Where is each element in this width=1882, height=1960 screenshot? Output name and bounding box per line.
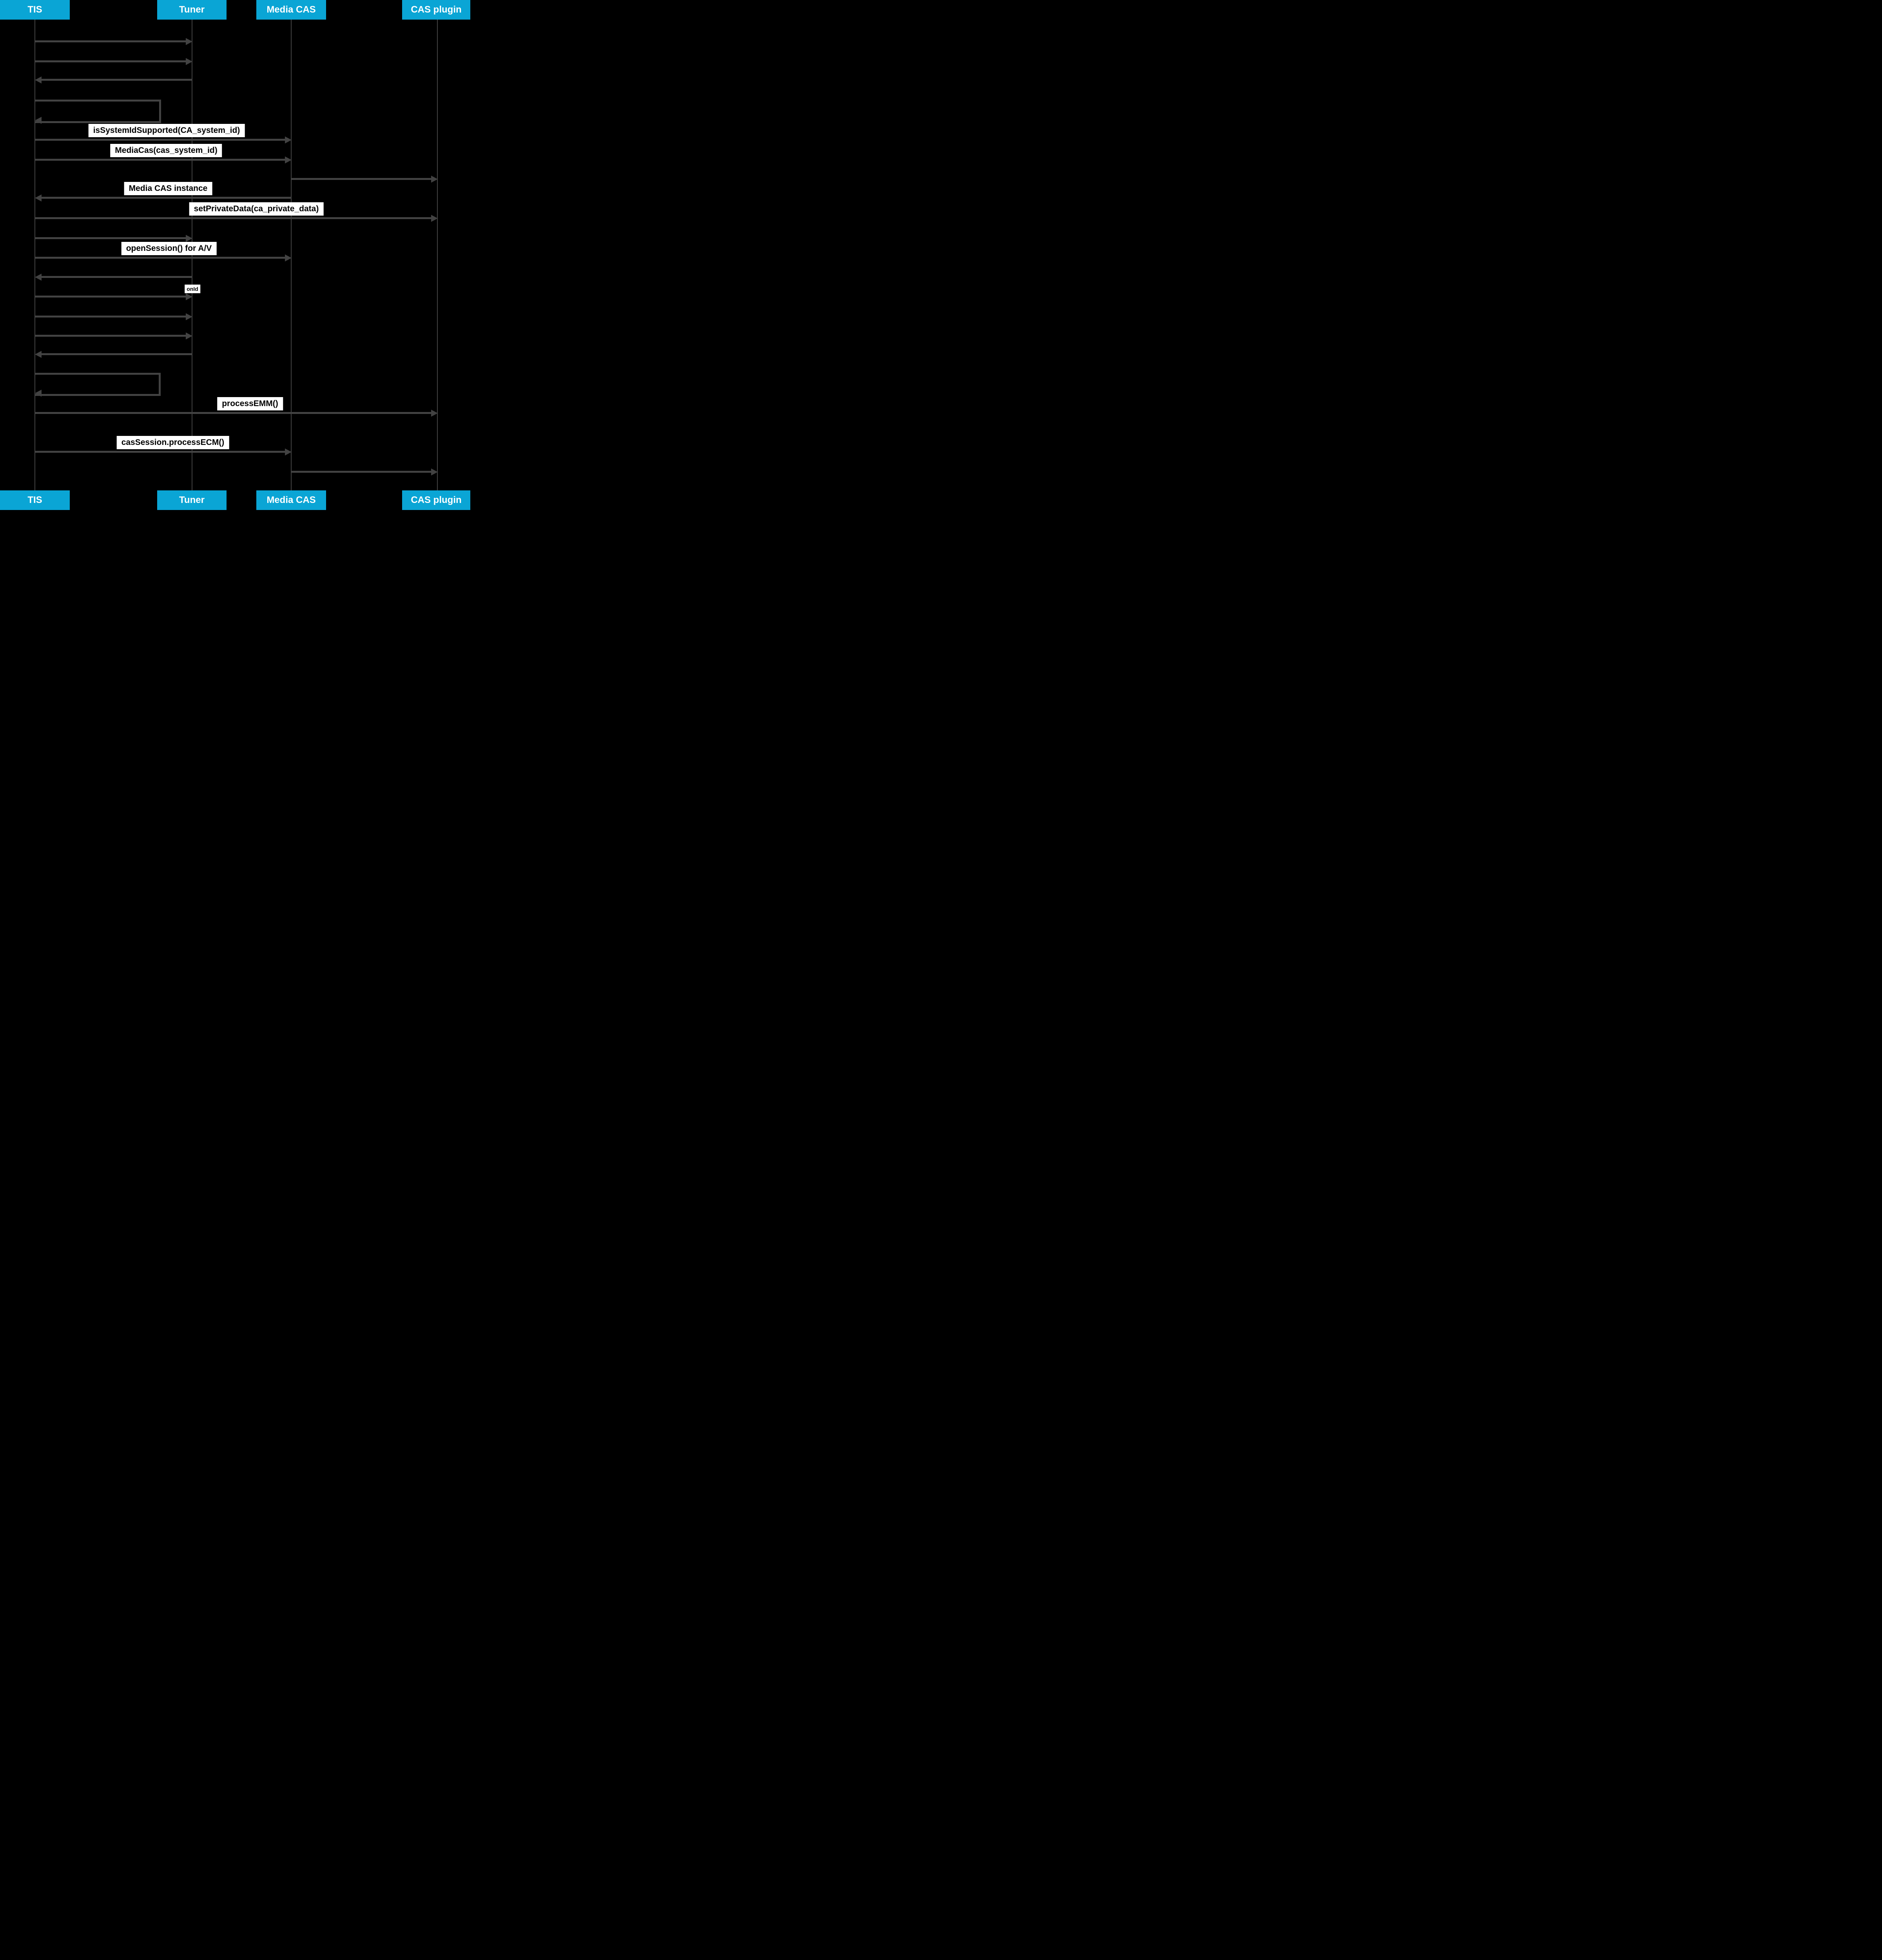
message-arrow <box>35 412 432 414</box>
message-arrow <box>40 276 192 278</box>
lifeline-tis <box>34 20 35 490</box>
message-arrow <box>35 237 187 239</box>
message-label: onId <box>185 285 200 293</box>
message-arrow <box>40 79 192 81</box>
participant-casplugin-header: CAS plugin <box>402 0 470 20</box>
participant-tis-header: TIS <box>0 0 70 20</box>
message-arrow <box>35 335 187 337</box>
participant-tuner-header: Tuner <box>157 0 227 20</box>
message-arrow <box>40 197 291 199</box>
message-arrow <box>35 296 187 298</box>
participant-tuner-footer: Tuner <box>157 490 227 510</box>
self-message-arrowhead-icon <box>35 117 42 124</box>
participant-casplugin-footer: CAS plugin <box>402 490 470 510</box>
participant-tis-footer: TIS <box>0 490 70 510</box>
message-arrow <box>35 139 286 141</box>
message-arrowhead-icon <box>431 215 438 222</box>
message-arrowhead-icon <box>35 274 42 281</box>
participant-mediacas-footer: Media CAS <box>256 490 326 510</box>
message-arrowhead-icon <box>431 410 438 417</box>
message-label: processEMM() <box>217 397 283 410</box>
message-arrow <box>35 159 286 161</box>
message-arrow <box>35 40 187 42</box>
message-arrow <box>40 353 192 355</box>
message-arrowhead-icon <box>35 351 42 358</box>
message-label: setPrivateData(ca_private_data) <box>189 202 324 216</box>
message-arrowhead-icon <box>186 58 192 65</box>
message-label: isSystemIdSupported(CA_system_id) <box>88 124 245 137</box>
message-arrow <box>35 217 432 219</box>
message-arrow <box>291 178 432 180</box>
message-arrowhead-icon <box>431 176 438 183</box>
message-arrowhead-icon <box>186 235 192 242</box>
message-arrowhead-icon <box>186 332 192 339</box>
message-arrowhead-icon <box>431 468 438 475</box>
lifeline-casplugin <box>437 20 438 490</box>
message-label: openSession() for A/V <box>121 242 217 255</box>
message-arrow <box>35 316 187 318</box>
message-arrowhead-icon <box>186 293 192 300</box>
message-arrow <box>291 471 432 473</box>
message-arrowhead-icon <box>285 254 292 261</box>
message-arrow <box>35 60 187 62</box>
self-message-loop <box>35 373 161 396</box>
message-arrowhead-icon <box>35 194 42 201</box>
self-message-loop <box>35 100 161 123</box>
message-arrowhead-icon <box>285 448 292 456</box>
participant-mediacas-header: Media CAS <box>256 0 326 20</box>
self-message-arrowhead-icon <box>35 390 42 397</box>
message-arrowhead-icon <box>285 156 292 163</box>
message-arrowhead-icon <box>186 313 192 320</box>
message-label: Media CAS instance <box>124 182 212 195</box>
message-arrowhead-icon <box>186 38 192 45</box>
message-arrow <box>35 451 286 453</box>
message-arrow <box>35 257 286 259</box>
message-label: MediaCas(cas_system_id) <box>110 144 222 157</box>
message-label: casSession.processECM() <box>116 436 229 449</box>
message-arrowhead-icon <box>285 136 292 143</box>
message-arrowhead-icon <box>35 76 42 83</box>
